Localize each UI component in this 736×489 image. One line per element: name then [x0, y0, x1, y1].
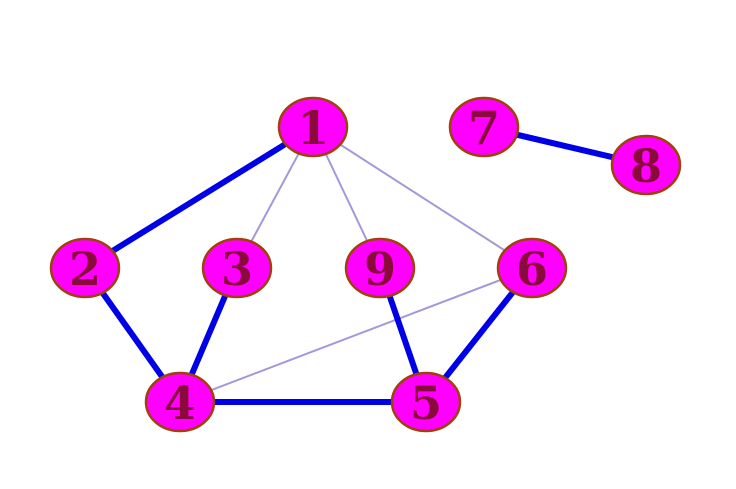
edge-1-2: [82, 124, 316, 271]
node-label: 1: [297, 101, 329, 155]
node-label: 3: [221, 242, 253, 296]
node-label: 7: [468, 101, 500, 155]
node-label: 6: [516, 242, 548, 296]
node-circle: [344, 237, 416, 299]
node-circle: [448, 96, 520, 158]
node-7: 7: [448, 96, 520, 158]
node-circle: [201, 237, 273, 299]
node-3: 3: [201, 237, 273, 299]
node-2: 2: [49, 237, 121, 299]
edge-4-6: [179, 267, 533, 403]
edge-1-6: [312, 126, 533, 269]
node-4: 4: [144, 371, 216, 433]
node-9: 9: [344, 237, 416, 299]
node-circle: [390, 371, 462, 433]
node-circle: [610, 134, 682, 196]
nodes-layer: 1 2 3 4 5 6 7 8 9: [49, 96, 682, 433]
node-label: 8: [630, 139, 662, 193]
node-5: 5: [390, 371, 462, 433]
node-circle: [144, 371, 216, 433]
node-6: 6: [496, 237, 568, 299]
node-label: 2: [69, 242, 101, 296]
node-1: 1: [277, 96, 349, 158]
node-label: 4: [164, 376, 196, 430]
node-circle: [49, 237, 121, 299]
node-label: 5: [410, 376, 442, 430]
node-circle: [496, 237, 568, 299]
node-label: 9: [364, 242, 396, 296]
node-8: 8: [610, 134, 682, 196]
node-circle: [277, 96, 349, 158]
